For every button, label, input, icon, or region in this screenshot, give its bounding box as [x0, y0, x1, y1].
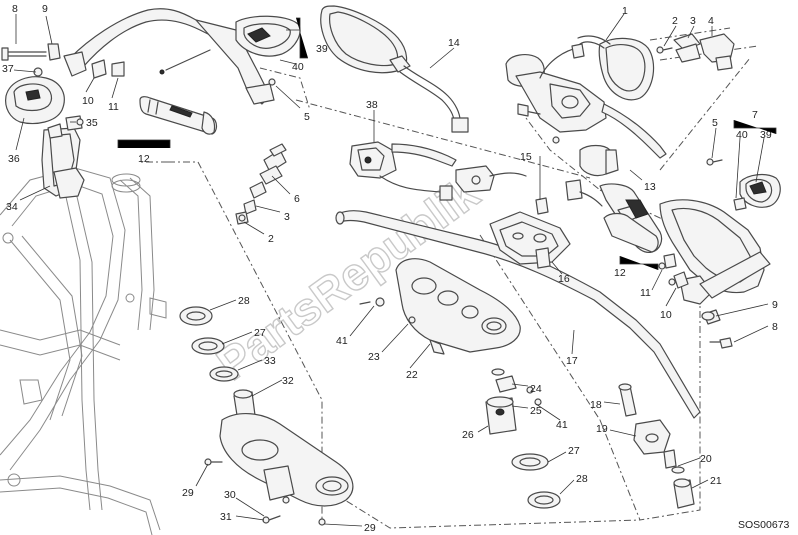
right-mirror-clamp: [656, 33, 735, 71]
small-switch-parts: [235, 143, 287, 225]
callout-21: 21: [710, 475, 722, 487]
handlebar: [335, 210, 701, 419]
callout-8-right: 8: [772, 321, 778, 333]
callout-2-left: 2: [268, 233, 274, 245]
callout-5-right: 5: [712, 117, 718, 129]
callout-labels: 8 9 37 10 11 35 36 34 12 39 40 5 6 3 2 1…: [2, 3, 790, 534]
callout-22: 22: [406, 369, 418, 381]
callout-30: 30: [224, 489, 236, 501]
callout-25: 25: [530, 405, 542, 417]
right-hand-guard: [659, 158, 781, 305]
steering-stem: [179, 306, 354, 526]
callout-26: 26: [462, 429, 474, 441]
callout-1: 1: [622, 5, 628, 17]
frame: [0, 167, 167, 535]
callout-12-right: 12: [614, 267, 626, 279]
mirror: [320, 5, 469, 133]
callout-11-right: 11: [640, 287, 651, 299]
left-switch-gear: [349, 141, 527, 201]
callout-24: 24: [530, 383, 542, 395]
handlebar-clamp: [489, 197, 571, 269]
callout-41-right: 41: [556, 419, 568, 431]
upper-triple-clamp: [359, 258, 521, 355]
callout-38: 38: [366, 99, 378, 111]
callout-15: 15: [520, 151, 532, 163]
callout-40-right: 40: [736, 129, 748, 141]
callout-19: 19: [596, 423, 608, 435]
callout-6: 6: [294, 193, 300, 205]
callout-32: 32: [282, 375, 294, 387]
callout-13: 13: [644, 181, 656, 193]
callout-18: 18: [590, 399, 602, 411]
right-mirror: [571, 35, 655, 101]
callout-28-right: 28: [576, 473, 588, 485]
callout-3-left: 3: [284, 211, 290, 223]
callout-7: 7: [752, 109, 758, 121]
callout-14: 14: [448, 37, 460, 49]
callout-17: 17: [566, 355, 578, 367]
callout-23: 23: [368, 351, 380, 363]
callout-34: 34: [6, 201, 18, 213]
callout-29-right: 29: [364, 522, 376, 534]
callout-37: 37: [2, 63, 14, 75]
callout-36: 36: [8, 153, 20, 165]
callout-35: 35: [86, 117, 98, 129]
callout-10-right: 10: [660, 309, 672, 321]
callout-27-right: 27: [568, 445, 580, 457]
callout-10: 10: [82, 95, 94, 107]
leader-lines: [13, 13, 777, 527]
callout-16: 16: [558, 273, 570, 285]
callout-39-right: 39: [760, 129, 772, 141]
callout-27-left: 27: [254, 327, 266, 339]
callout-8: 8: [12, 3, 18, 15]
left-hand-guard: [1, 8, 301, 105]
callout-12-left: 12: [138, 153, 150, 165]
left-grip: [139, 96, 218, 135]
stem-hardware: [485, 368, 561, 509]
callout-9: 9: [42, 3, 48, 15]
callout-31: 31: [220, 511, 232, 523]
callout-40-left: 40: [292, 61, 304, 73]
drawing-code: SOS00673: [738, 519, 790, 531]
callout-20: 20: [700, 453, 712, 465]
callout-5-left: 5: [304, 111, 310, 123]
callout-39: 39: [316, 43, 328, 55]
brake-master-cylinder: [505, 47, 667, 159]
callout-29-left: 29: [182, 487, 194, 499]
callout-33: 33: [264, 355, 276, 367]
callout-41-left: 41: [336, 335, 348, 347]
callout-9-right: 9: [772, 299, 778, 311]
lower-right-hardware: [603, 212, 733, 509]
callout-28-left: 28: [238, 295, 250, 307]
callout-3-right: 3: [690, 15, 696, 27]
callout-4: 4: [708, 15, 714, 27]
callout-2-right: 2: [672, 15, 678, 27]
callout-11: 11: [108, 101, 119, 113]
ignition-switch: [5, 67, 85, 199]
